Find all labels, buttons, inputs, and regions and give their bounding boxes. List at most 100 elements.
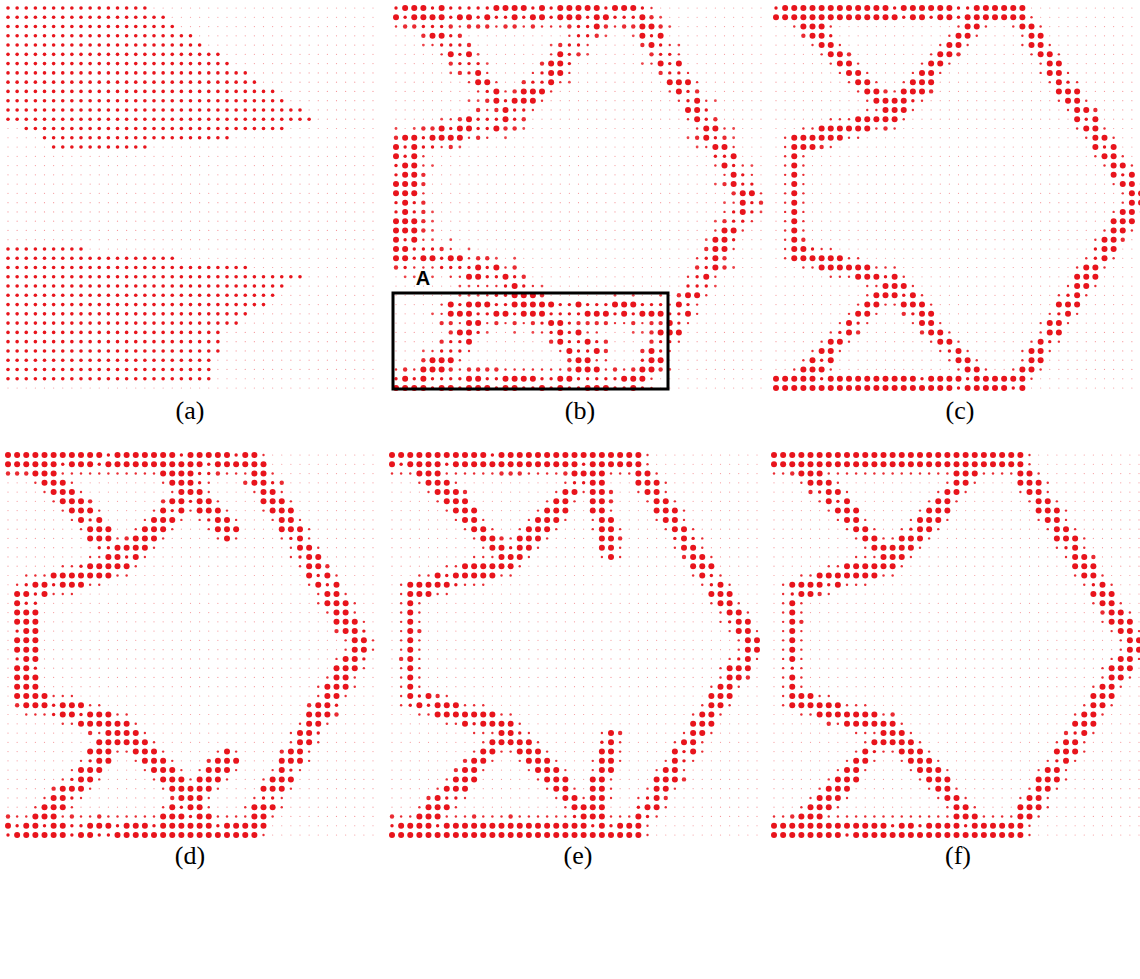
density-dot xyxy=(134,43,138,47)
density-dot xyxy=(272,221,273,222)
density-dot xyxy=(144,230,145,231)
density-dot xyxy=(414,82,415,83)
density-dot xyxy=(327,332,328,333)
density-dot xyxy=(414,72,415,73)
density-dot xyxy=(163,156,164,157)
density-dot xyxy=(272,341,273,342)
density-dot xyxy=(354,72,355,73)
density-dot xyxy=(226,239,227,240)
density-dot xyxy=(143,275,147,279)
density-dot xyxy=(53,183,54,184)
density-dot xyxy=(272,211,273,212)
density-dot xyxy=(345,360,346,361)
density-dot xyxy=(107,71,111,75)
density-dot xyxy=(432,109,433,110)
density-dot xyxy=(372,7,373,8)
density-dot xyxy=(372,100,373,101)
density-dot xyxy=(405,35,406,36)
density-dot xyxy=(216,340,220,344)
density-dot xyxy=(289,117,293,121)
density-dot xyxy=(161,15,165,19)
density-dot xyxy=(207,127,211,131)
density-dot xyxy=(345,258,346,259)
density-dot xyxy=(432,341,433,342)
density-dot xyxy=(143,368,147,372)
density-dot xyxy=(281,304,282,305)
density-dot xyxy=(216,312,220,316)
density-dot xyxy=(43,256,47,260)
density-dot xyxy=(125,108,129,112)
density-dot xyxy=(299,285,300,286)
density-dot xyxy=(97,62,101,66)
density-dot xyxy=(290,230,291,231)
density-dot xyxy=(161,321,165,325)
density-dot xyxy=(225,99,229,103)
density-dot xyxy=(272,350,273,351)
density-dot xyxy=(263,174,264,175)
density-dot xyxy=(309,100,310,101)
density-dot xyxy=(80,211,81,212)
density-dot xyxy=(318,350,319,351)
density-dot xyxy=(254,378,255,379)
density-dot xyxy=(431,312,434,315)
density-dot xyxy=(70,15,74,19)
density-dot xyxy=(161,80,165,84)
density-dot xyxy=(24,294,28,298)
density-dot xyxy=(290,82,291,83)
density-dot xyxy=(290,183,291,184)
density-dot xyxy=(280,117,284,121)
density-dot xyxy=(88,331,92,335)
density-dot xyxy=(53,387,54,388)
density-dot xyxy=(254,360,255,361)
density-dot xyxy=(318,91,319,92)
density-dot xyxy=(421,126,425,130)
density-dot xyxy=(125,321,129,325)
density-dot xyxy=(126,211,127,212)
density-dot xyxy=(254,156,255,157)
density-dot xyxy=(6,34,10,38)
density-dot xyxy=(336,202,337,203)
density-dot xyxy=(354,332,355,333)
density-dot xyxy=(34,349,38,353)
density-dot xyxy=(15,62,19,66)
density-dot xyxy=(263,165,264,166)
density-dot xyxy=(263,258,264,259)
density-dot xyxy=(281,146,282,147)
density-dot xyxy=(97,15,101,19)
density-dot xyxy=(395,44,396,45)
density-dot xyxy=(199,211,200,212)
density-dot xyxy=(395,25,397,27)
density-dot xyxy=(253,294,257,298)
density-dot xyxy=(134,256,138,260)
density-dot xyxy=(345,230,346,231)
density-dot xyxy=(354,378,355,379)
density-dot xyxy=(345,7,346,8)
density-dot xyxy=(441,109,442,110)
density-dot xyxy=(70,25,74,29)
density-dot xyxy=(35,137,36,138)
density-dot xyxy=(422,136,425,139)
density-dot xyxy=(263,54,264,55)
density-dot xyxy=(52,247,56,251)
density-dot xyxy=(290,35,291,36)
density-dot xyxy=(217,156,218,157)
density-dot xyxy=(395,63,396,64)
density-dot xyxy=(336,378,337,379)
density-dot xyxy=(180,71,184,75)
density-dot xyxy=(44,165,45,166)
density-dot xyxy=(290,54,291,55)
density-dot xyxy=(208,387,209,388)
density-dot xyxy=(272,82,273,83)
density-dot xyxy=(208,35,209,36)
density-dot xyxy=(97,34,101,38)
density-dot xyxy=(52,108,56,112)
density-dot xyxy=(6,349,10,353)
density-dot xyxy=(134,90,138,94)
density-dot xyxy=(198,358,202,362)
density-dot xyxy=(170,71,174,75)
density-dot xyxy=(411,153,417,159)
density-dot xyxy=(161,53,165,57)
density-dot xyxy=(245,323,246,324)
density-dot xyxy=(450,100,451,101)
density-dot xyxy=(143,256,147,260)
